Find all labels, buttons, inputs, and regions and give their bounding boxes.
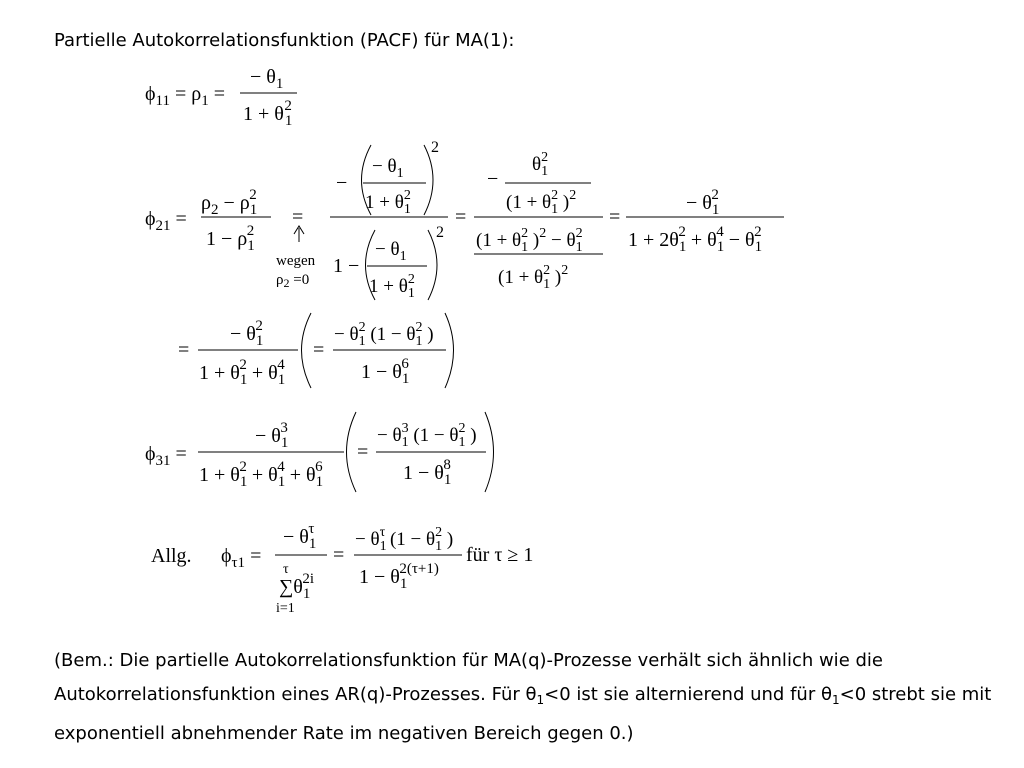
general-den1: ∑θ12i bbox=[279, 571, 314, 602]
remark-paragraph: (Bem.: Die partielle Autokorrelationsfun… bbox=[54, 644, 994, 751]
phi21-num3-minus: − bbox=[487, 168, 498, 190]
phi21-num2-inner-num: − θ1 bbox=[372, 156, 404, 181]
slide-title: Partielle Autokorrelationsfunktion (PACF… bbox=[54, 30, 515, 51]
general-num2: − θ1τ (1 − θ12 ) bbox=[355, 525, 453, 554]
phi21-den2-inner-num: − θ1 bbox=[375, 239, 407, 264]
phi21-eq5: = bbox=[313, 339, 324, 361]
phi31-eq2: = bbox=[357, 441, 368, 463]
phi31-num1: − θ13 bbox=[255, 420, 288, 451]
phi21-num5: − θ12 bbox=[230, 318, 263, 349]
phi21-num6: − θ12 (1 − θ12 ) bbox=[334, 320, 434, 349]
phi31-den2: 1 − θ18 bbox=[403, 457, 451, 488]
phi21-num2-minus: − bbox=[336, 172, 347, 194]
phi21-num4: − θ12 bbox=[686, 187, 719, 218]
phi21-den1: 1 − ρ12 bbox=[206, 223, 255, 254]
phi21-den6: 1 − θ16 bbox=[361, 356, 409, 387]
remark-subscript-1: 1 bbox=[536, 693, 545, 707]
phi11-lhs: ϕ11 = ρ1 = bbox=[145, 83, 225, 109]
phi31-lhs: ϕ31 = bbox=[145, 443, 187, 469]
phi21-num2-exp: 2 bbox=[431, 139, 439, 156]
phi21-den4: 1 + 2θ12 + θ14 − θ12 bbox=[628, 224, 762, 255]
remark-text-2: <0 ist sie alternierend und für θ bbox=[544, 684, 832, 705]
phi31-num2: − θ13 (1 − θ12 ) bbox=[377, 421, 477, 450]
phi21-lhs: ϕ21 = bbox=[145, 208, 187, 234]
phi21-den3-bottom: (1 + θ12 )2 bbox=[498, 263, 568, 292]
phi11-num: − θ1 bbox=[250, 66, 283, 92]
phi21-den5: 1 + θ12 + θ14 bbox=[199, 357, 285, 388]
general-lhs: ϕτ1 = bbox=[221, 545, 261, 571]
general-num1: − θ1τ bbox=[283, 521, 316, 552]
formula-block: ϕ11 = ρ1 = − θ1 1 + θ12 ϕ21 = ρ2 − ρ12 1… bbox=[145, 66, 784, 616]
wegen-note: wegen bbox=[276, 253, 316, 269]
general-eq2: = bbox=[333, 544, 344, 566]
phi21-num1: ρ2 − ρ12 bbox=[201, 187, 257, 218]
general-label: Allg. bbox=[151, 545, 192, 567]
phi21-num3-bottom: (1 + θ12 )2 bbox=[506, 188, 576, 217]
remark-subscript-2: 1 bbox=[831, 693, 840, 707]
phi21-num2-inner-den: 1 + θ12 bbox=[365, 188, 411, 217]
phi21-num3-top: θ12 bbox=[532, 150, 548, 179]
remark-text-3: <0 strebt sie mit exponentiell abnehmend… bbox=[54, 684, 992, 744]
phi11-den: 1 + θ12 bbox=[243, 98, 292, 129]
phi21-eq3: = bbox=[609, 206, 620, 228]
rho2-zero-note: ρ2 =0 bbox=[276, 272, 309, 290]
phi21-den2-inner-den: 1 + θ12 bbox=[369, 272, 415, 301]
sum-upper: τ bbox=[283, 562, 289, 577]
phi21-den3-top: (1 + θ12 )2 − θ12 bbox=[476, 226, 583, 255]
general-den2: 1 − θ12(τ+1) bbox=[359, 561, 439, 592]
phi31-den1: 1 + θ12 + θ14 + θ16 bbox=[199, 459, 323, 490]
phi21-eq4: = bbox=[178, 339, 189, 361]
phi21-eq1: = bbox=[292, 206, 303, 228]
phi21-eq2: = bbox=[455, 206, 466, 228]
phi21-den2-minus: 1 − bbox=[333, 255, 359, 277]
general-condition: für τ ≥ 1 bbox=[466, 544, 533, 566]
remark-text-1: (Bem.: Die partielle Autokorrelationsfun… bbox=[54, 650, 883, 705]
phi21-den2-exp: 2 bbox=[436, 224, 444, 241]
sum-lower: i=1 bbox=[276, 601, 295, 616]
